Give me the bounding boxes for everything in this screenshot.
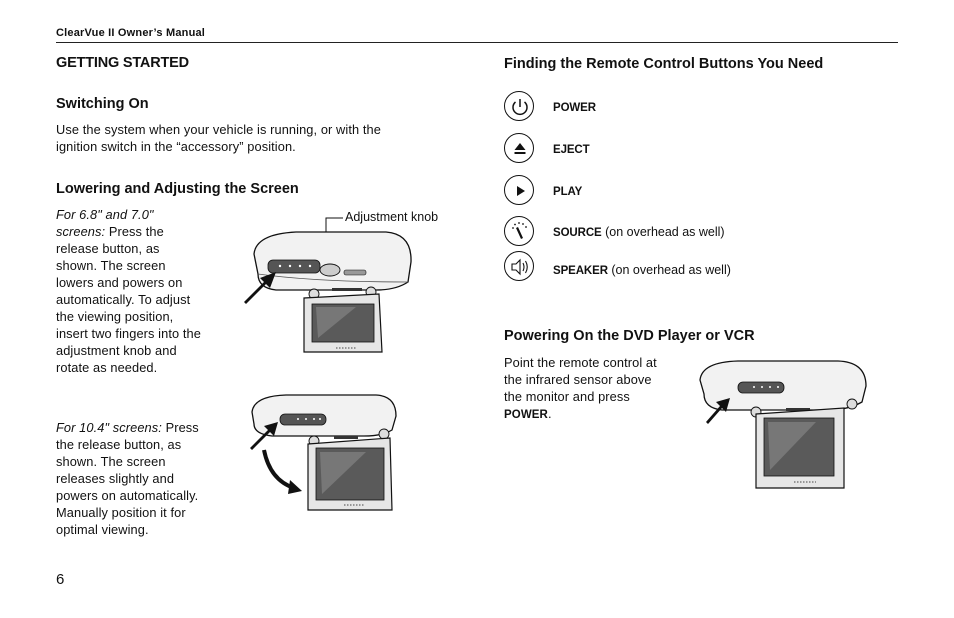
small-screens-size: For 6.8" and 7.0" xyxy=(56,207,154,222)
button-row-source: SOURCE (on overhead as well) xyxy=(504,216,804,250)
large-screens-label: For 10.4" screens: xyxy=(56,420,162,435)
small-screens-line: adjustment knob and xyxy=(56,343,177,358)
powering-heading: Powering On the DVD Player or VCR xyxy=(504,328,755,344)
switching-on-text: Use the system when your vehicle is runn… xyxy=(56,121,436,155)
eject-icon xyxy=(504,133,534,163)
small-screens-lead: Press the xyxy=(105,224,164,239)
speaker-label: SPEAKER (on overhead as well) xyxy=(553,263,731,277)
powering-line: Point the remote control at xyxy=(504,355,657,370)
large-screens-line: powers on automatically. xyxy=(56,488,199,503)
play-icon xyxy=(504,175,534,205)
small-screens-line: rotate as needed. xyxy=(56,360,158,375)
switching-on-heading: Switching On xyxy=(56,96,149,112)
button-row-play: PLAY xyxy=(504,175,804,209)
small-screens-line: automatically. To adjust xyxy=(56,292,191,307)
small-screens-text: For 6.8" and 7.0" screens: Press the rel… xyxy=(56,206,231,376)
power-label: POWER xyxy=(553,102,596,114)
large-screens-text: For 10.4" screens: Press the release but… xyxy=(56,419,236,538)
speaker-icon xyxy=(504,251,534,281)
powering-line: the monitor and press xyxy=(504,389,630,404)
small-screens-line: lowers and powers on xyxy=(56,275,183,290)
powering-period: . xyxy=(547,406,552,421)
button-row-power: POWER xyxy=(504,91,804,125)
small-screens-line: the viewing position, xyxy=(56,309,174,324)
large-screen-illustration xyxy=(250,394,397,511)
large-screens-line: shown. The screen xyxy=(56,454,166,469)
powering-power-word: POWER xyxy=(504,409,548,421)
button-row-speaker: SPEAKER (on overhead as well) xyxy=(504,251,804,285)
buttons-heading: Finding the Remote Control Buttons You N… xyxy=(504,56,824,72)
powering-text: Point the remote control at the infrared… xyxy=(504,354,694,424)
large-screens-line: optimal viewing. xyxy=(56,522,149,537)
switching-on-line: ignition switch in the “accessory” posit… xyxy=(56,139,296,154)
source-label: SOURCE (on overhead as well) xyxy=(553,225,725,239)
large-screens-lead: Press xyxy=(161,420,199,435)
small-screens-line: insert two fingers into the xyxy=(56,326,201,341)
source-icon xyxy=(504,216,534,246)
running-header: ClearVue II Owner’s Manual xyxy=(56,27,206,39)
large-screens-line: Manually position it for xyxy=(56,505,186,520)
small-screen-illustration xyxy=(244,217,412,353)
large-screens-line: releases slightly and xyxy=(56,471,175,486)
button-row-eject: EJECT xyxy=(504,133,804,167)
small-screens-line: release button, as xyxy=(56,241,160,256)
large-screens-line: the release button, as xyxy=(56,437,182,452)
page-number: 6 xyxy=(56,571,65,588)
header-rule xyxy=(56,42,898,43)
powering-illustration xyxy=(699,360,867,489)
section-title: GETTING STARTED xyxy=(56,55,189,71)
small-screens-line: shown. The screen xyxy=(56,258,166,273)
small-screens-label: screens: xyxy=(56,224,106,239)
eject-label: EJECT xyxy=(553,144,590,156)
play-label: PLAY xyxy=(553,186,583,198)
switching-on-line: Use the system when your vehicle is runn… xyxy=(56,122,381,137)
lowering-heading: Lowering and Adjusting the Screen xyxy=(56,181,299,197)
power-icon xyxy=(504,91,534,121)
adjustment-knob-callout: Adjustment knob xyxy=(345,210,439,224)
powering-line: the infrared sensor above xyxy=(504,372,652,387)
